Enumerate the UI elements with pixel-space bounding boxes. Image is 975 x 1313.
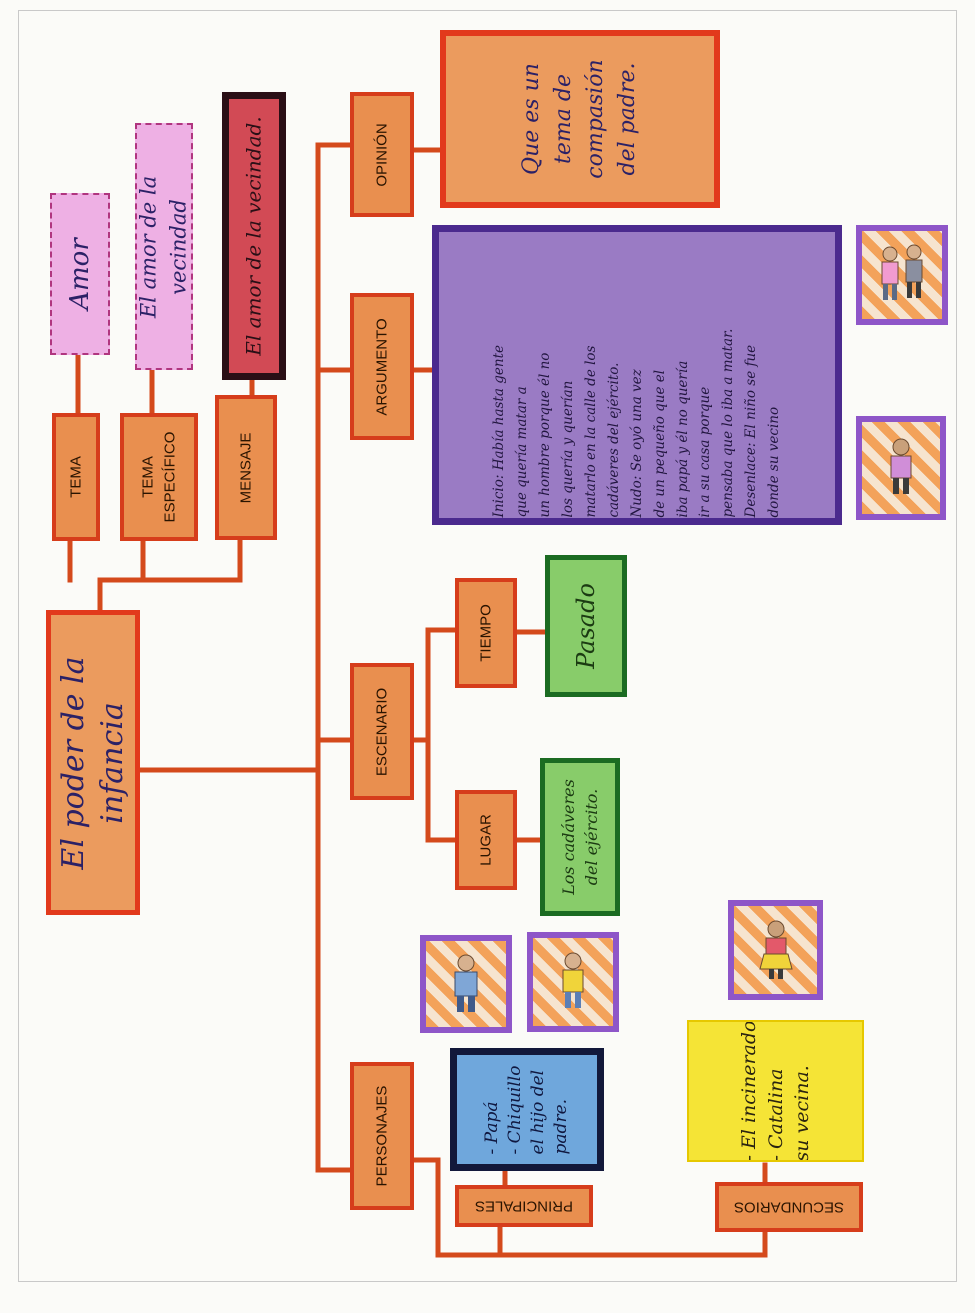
picture-card-catalina — [728, 900, 823, 1000]
page-frame — [18, 10, 957, 1282]
connector-root-top — [67, 537, 243, 618]
note-secundarios: - El incinerado - Catalina su vecina. — [687, 1020, 864, 1162]
note-mensaje: El amor de la vecindad. — [222, 92, 286, 380]
picture-card-child — [856, 416, 946, 520]
connector-escenario-branch — [412, 627, 458, 843]
node-principales: PRINCIPALES — [455, 1185, 593, 1227]
node-secundarios: SECUNDARIOS — [715, 1182, 863, 1232]
note-tema-especifico: El amor de la vecindad — [135, 123, 193, 370]
note-lugar: Los cadáveres del ejército. — [540, 758, 620, 916]
node-tiempo: TIEMPO — [455, 578, 517, 688]
picture-card-chiquillo — [527, 932, 619, 1032]
picture-card-group — [856, 225, 948, 325]
node-mensaje: MENSAJE — [215, 395, 277, 540]
two-children-figure — [881, 244, 923, 300]
node-tema-especifico: TEMA ESPECÍFICO — [120, 413, 198, 541]
root-node: El poder de la infancia — [46, 610, 140, 915]
connector-personajes-branch — [412, 1157, 768, 1258]
argumento-text: Inicio: Había hasta gente que quería mat… — [490, 328, 783, 518]
node-escenario: ESCENARIO — [350, 663, 414, 800]
boy-figure — [562, 952, 584, 1008]
father-figure — [454, 954, 478, 1012]
girl-figure — [758, 920, 793, 979]
note-principales: - Papá - Chiquillo el hijo del padre. — [450, 1048, 604, 1171]
node-lugar: LUGAR — [455, 790, 517, 890]
note-argumento: Inicio: Había hasta gente que quería mat… — [432, 225, 842, 525]
note-tiempo: Pasado — [545, 555, 627, 697]
note-opinion: Que es un tema de compasión del padre. — [440, 30, 720, 208]
picture-card-papa — [420, 935, 512, 1033]
node-personajes: PERSONAJES — [350, 1062, 414, 1210]
root-title: El poder de la infancia — [56, 655, 130, 870]
child-figure — [890, 438, 912, 494]
node-opinion: OPINIÓN — [350, 92, 414, 217]
node-argumento: ARGUMENTO — [350, 293, 414, 440]
note-tema: Amor — [50, 193, 110, 355]
node-tema: TEMA — [52, 413, 100, 541]
